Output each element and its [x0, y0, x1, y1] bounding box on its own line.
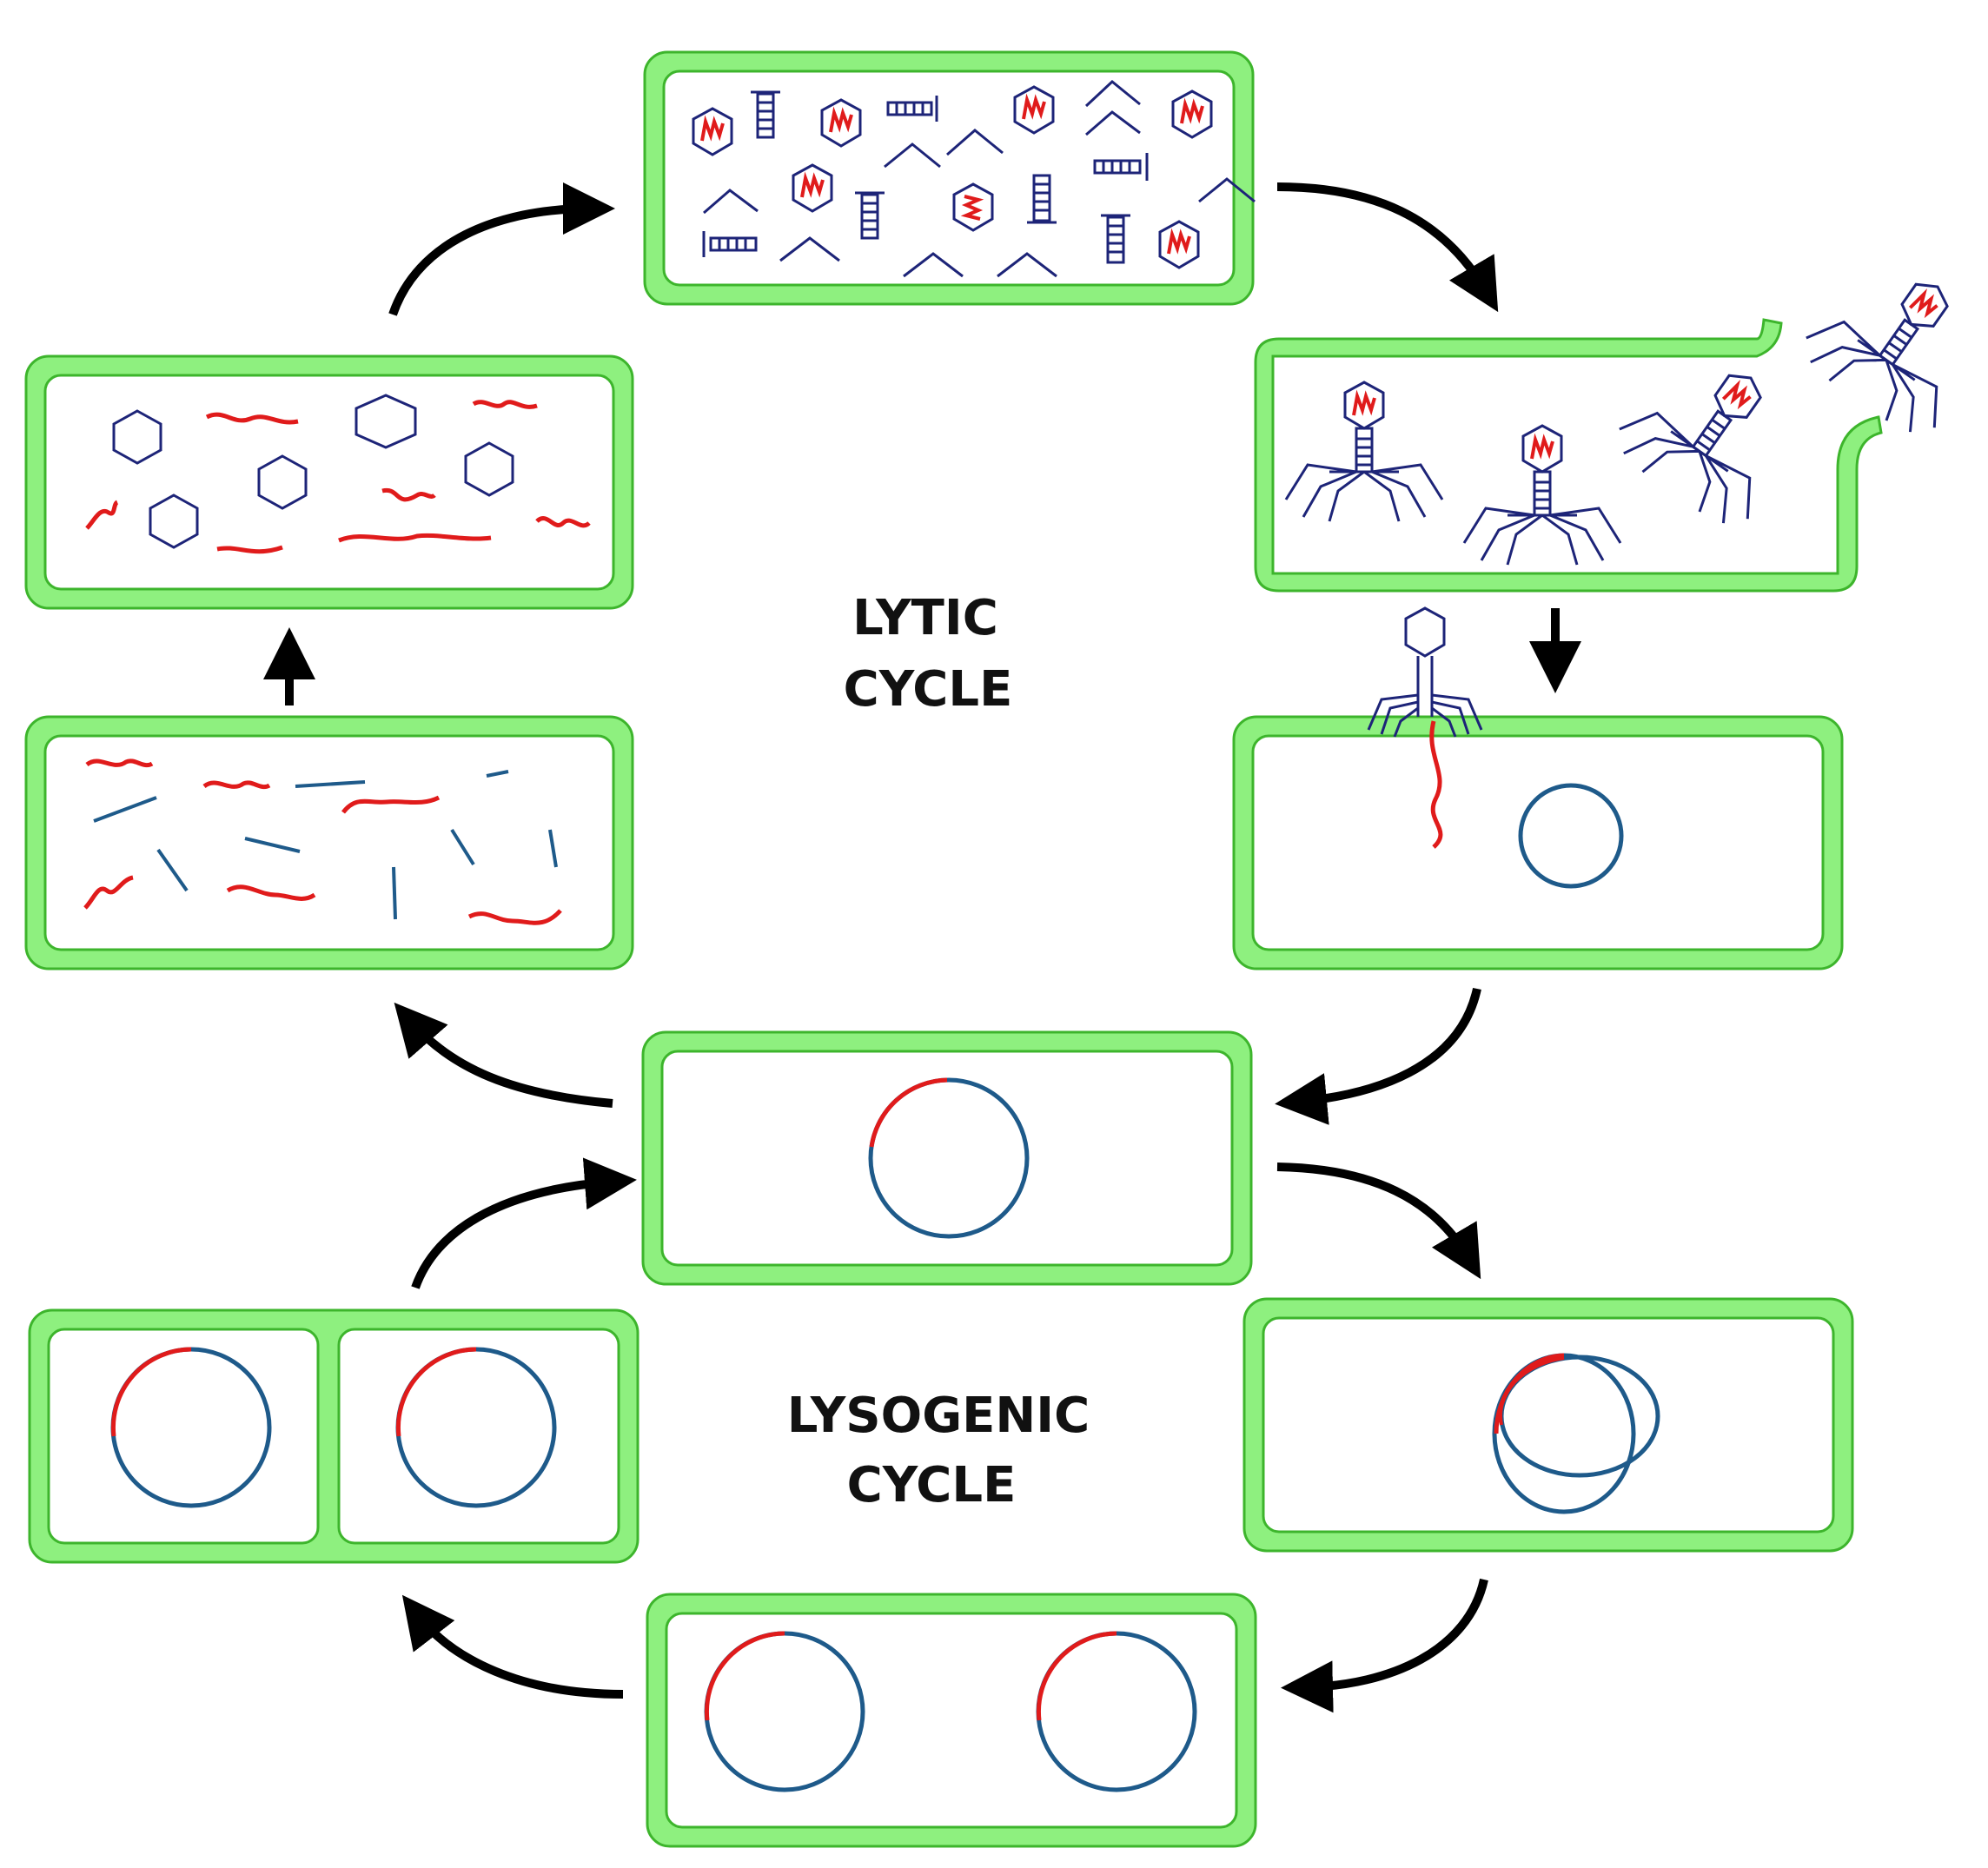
- tail-fiber-icon: [1085, 110, 1141, 136]
- phage-tail-icon: [1027, 174, 1057, 224]
- phage-head-icon: [952, 182, 994, 232]
- cell-attachment: [1232, 715, 1844, 970]
- tail-fiber-icon: [779, 236, 840, 262]
- capsid-icon: [257, 454, 308, 510]
- division-contents: [704, 1631, 1197, 1792]
- phage-tail-icon: [702, 231, 758, 257]
- phage-head-icon: [1158, 220, 1200, 269]
- capsid-icon: [112, 409, 162, 465]
- capsid-icon: [149, 493, 199, 549]
- phage-tail-icon: [1101, 214, 1130, 264]
- assembly-contents: [692, 80, 1256, 278]
- arrow-integration-to-recombination: [1276, 1163, 1481, 1280]
- cycle-arrows: [263, 182, 1581, 1713]
- prophage-segment: [869, 1077, 948, 1148]
- arrow-division-to-daughters: [401, 1594, 624, 1699]
- arrow-daughters-to-integration: [411, 1157, 637, 1289]
- lysogenic-label-line2: CYCLE: [847, 1457, 1017, 1514]
- capsid-icon: [464, 441, 514, 497]
- cell-recombination: [1242, 1297, 1854, 1553]
- arrow-assembly-to-release: [1276, 182, 1499, 313]
- cell-release: [1254, 318, 1883, 593]
- synthesis-contents: [85, 394, 591, 554]
- phage-head-icon: [1013, 85, 1055, 135]
- tail-fiber-icon: [1084, 80, 1141, 108]
- host-chromosome: [868, 1077, 1030, 1239]
- phage-tail-icon: [855, 191, 885, 240]
- cell-division: [646, 1593, 1257, 1848]
- lysogenic-label-line1: LYSOGENIC: [787, 1388, 1090, 1444]
- tail-fiber-icon: [703, 189, 759, 215]
- phage-tail-icon: [1093, 153, 1149, 181]
- phage-icon: [1462, 424, 1622, 566]
- arrow-attachment-to-integration: [1275, 987, 1481, 1125]
- phage-tail-icon: [886, 96, 938, 122]
- arrow-recombination-to-division: [1281, 1578, 1488, 1713]
- release-contents: [1284, 282, 1949, 566]
- tail-fiber-icon: [903, 252, 964, 278]
- attachment-contents: [1367, 606, 1624, 889]
- arrow-synthesis-to-assembly: [388, 182, 615, 316]
- recombination-contents: [1492, 1353, 1660, 1514]
- phage-icon: [1284, 381, 1444, 522]
- tail-fiber-icon: [1198, 177, 1256, 203]
- phage-head-icon: [792, 163, 833, 213]
- injected-viral-dna: [1429, 720, 1443, 849]
- cell-replication: [24, 715, 634, 970]
- lytic-label-line2: CYCLE: [844, 661, 1013, 718]
- tail-fiber-icon: [884, 142, 941, 169]
- phage-head-icon: [1171, 89, 1213, 139]
- integration-contents: [868, 1077, 1030, 1239]
- phage-icon: [1619, 374, 1762, 524]
- replication-contents: [83, 758, 562, 925]
- cell-synthesis: [24, 354, 634, 610]
- phage-tail-icon: [751, 90, 780, 139]
- arrow-integration-to-replication: [394, 1002, 613, 1108]
- tail-fiber-icon: [946, 129, 1004, 156]
- phage-icon: [1806, 282, 1949, 433]
- phage-head-icon: [692, 107, 733, 156]
- cell-daughter-pair: [28, 1308, 639, 1564]
- tail-fiber-icon: [997, 252, 1057, 278]
- lytic-label-line1: LYTIC: [852, 590, 998, 646]
- capsid-icon: [355, 394, 417, 449]
- attached-phage-icon: [1367, 606, 1483, 738]
- cell-integration: [641, 1030, 1253, 1286]
- phage-head-icon: [820, 98, 862, 148]
- cell-assembly: [643, 50, 1255, 306]
- daughter-contents: [110, 1347, 557, 1508]
- host-chromosome: [1518, 783, 1624, 889]
